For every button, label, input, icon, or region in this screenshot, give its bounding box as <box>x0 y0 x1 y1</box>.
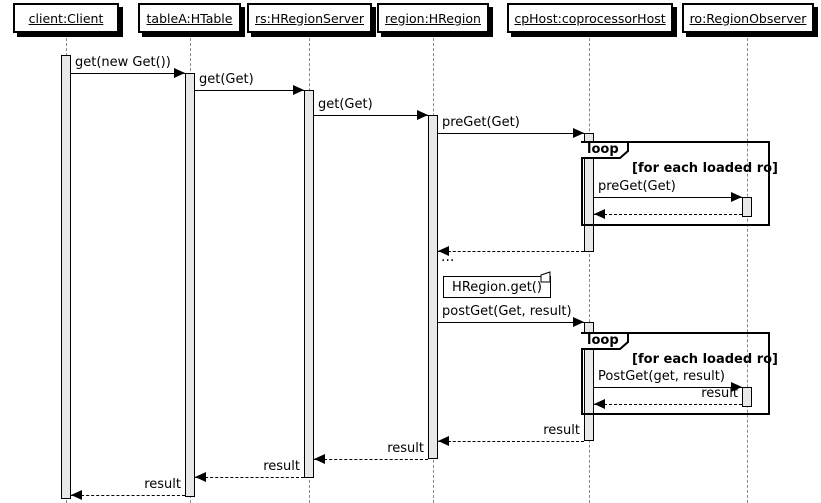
message-arrowhead-4 <box>731 192 742 202</box>
activation-bar-client-0 <box>61 55 71 499</box>
activation-bar-ro-6 <box>742 197 752 217</box>
participant-label-rs: rs:HRegionServer <box>254 10 365 26</box>
message-arrowhead-1 <box>293 85 304 95</box>
message-label-8: PostGet(get, result) <box>598 369 725 384</box>
participant-box-cpHost: cpHost:coprocessorHost <box>507 3 673 33</box>
message-label-2: get(Get) <box>318 97 373 112</box>
activation-bar-ro-7 <box>742 387 752 407</box>
message-line-6 <box>438 251 584 252</box>
message-label-13: result <box>144 477 181 492</box>
ellipsis-label: ... <box>441 249 455 265</box>
participant-box-tableA: tableA:HTable <box>138 3 241 33</box>
message-arrowhead-2 <box>417 110 428 120</box>
activation-bar-cpHost-4 <box>584 133 594 252</box>
message-line-10 <box>438 441 584 442</box>
loop-pentagon-shape <box>581 141 629 159</box>
loop-fragment-0 <box>581 141 770 226</box>
participant-label-cpHost: cpHost:coprocessorHost <box>514 10 666 26</box>
loop-fragment-1 <box>581 332 770 415</box>
message-label-3: preGet(Get) <box>442 115 520 130</box>
message-arrowhead-8 <box>731 382 742 392</box>
message-arrowhead-6 <box>438 246 449 256</box>
message-arrowhead-9 <box>594 399 605 409</box>
loop-operator-tab-1 <box>581 332 631 350</box>
loop-operator-label-1: loop <box>587 333 619 348</box>
loop-guard-label-0: [for each loaded ro] <box>632 161 778 176</box>
participant-label-region: region:HRegion <box>385 10 481 26</box>
activation-bar-rs-2 <box>304 90 314 478</box>
loop-operator-tab-0 <box>581 141 631 159</box>
participant-box-ro: ro:RegionObserver <box>682 3 814 33</box>
message-line-2 <box>314 115 428 116</box>
message-arrowhead-3 <box>573 128 584 138</box>
message-line-3 <box>438 133 584 134</box>
message-line-12 <box>195 477 304 478</box>
message-line-5 <box>594 214 742 215</box>
message-line-13 <box>71 495 185 496</box>
activation-bar-cpHost-5 <box>584 322 594 441</box>
message-arrowhead-11 <box>314 454 325 464</box>
activation-bar-region-3 <box>428 115 438 459</box>
loop-pentagon-shape <box>581 332 629 350</box>
participant-label-tableA: tableA:HTable <box>146 10 233 26</box>
message-label-11: result <box>387 441 424 456</box>
message-label-4: preGet(Get) <box>598 179 676 194</box>
message-line-4 <box>594 197 742 198</box>
lifeline-cpHost <box>589 33 590 503</box>
message-arrowhead-12 <box>195 472 206 482</box>
message-label-10: result <box>543 423 580 438</box>
participant-box-rs: rs:HRegionServer <box>247 3 372 33</box>
message-label-9: result <box>701 386 738 401</box>
message-line-8 <box>594 387 742 388</box>
message-label-7: postGet(Get, result) <box>442 304 572 319</box>
message-line-0 <box>71 73 185 74</box>
message-line-7 <box>438 322 584 323</box>
message-line-9 <box>594 404 742 405</box>
participant-box-client: client:Client <box>13 3 119 33</box>
note-hregion-get: HRegion.get() <box>443 271 551 298</box>
loop-guard-label-1: [for each loaded ro] <box>632 352 778 367</box>
message-label-12: result <box>263 459 300 474</box>
message-label-1: get(Get) <box>199 72 254 87</box>
message-arrowhead-7 <box>573 317 584 327</box>
loop-operator-label-0: loop <box>587 142 619 157</box>
note-fold-icon <box>540 271 552 283</box>
activation-bar-tableA-1 <box>185 73 195 497</box>
message-line-11 <box>314 459 428 460</box>
message-arrowhead-13 <box>71 490 82 500</box>
message-label-0: get(new Get()) <box>75 55 171 70</box>
message-arrowhead-10 <box>438 436 449 446</box>
participant-box-region: region:HRegion <box>377 3 489 33</box>
participant-label-client: client:Client <box>28 10 104 26</box>
message-arrowhead-5 <box>594 209 605 219</box>
participant-label-ro: ro:RegionObserver <box>689 10 807 26</box>
lifeline-ro <box>747 33 748 503</box>
message-line-1 <box>195 90 304 91</box>
message-arrowhead-0 <box>174 68 185 78</box>
